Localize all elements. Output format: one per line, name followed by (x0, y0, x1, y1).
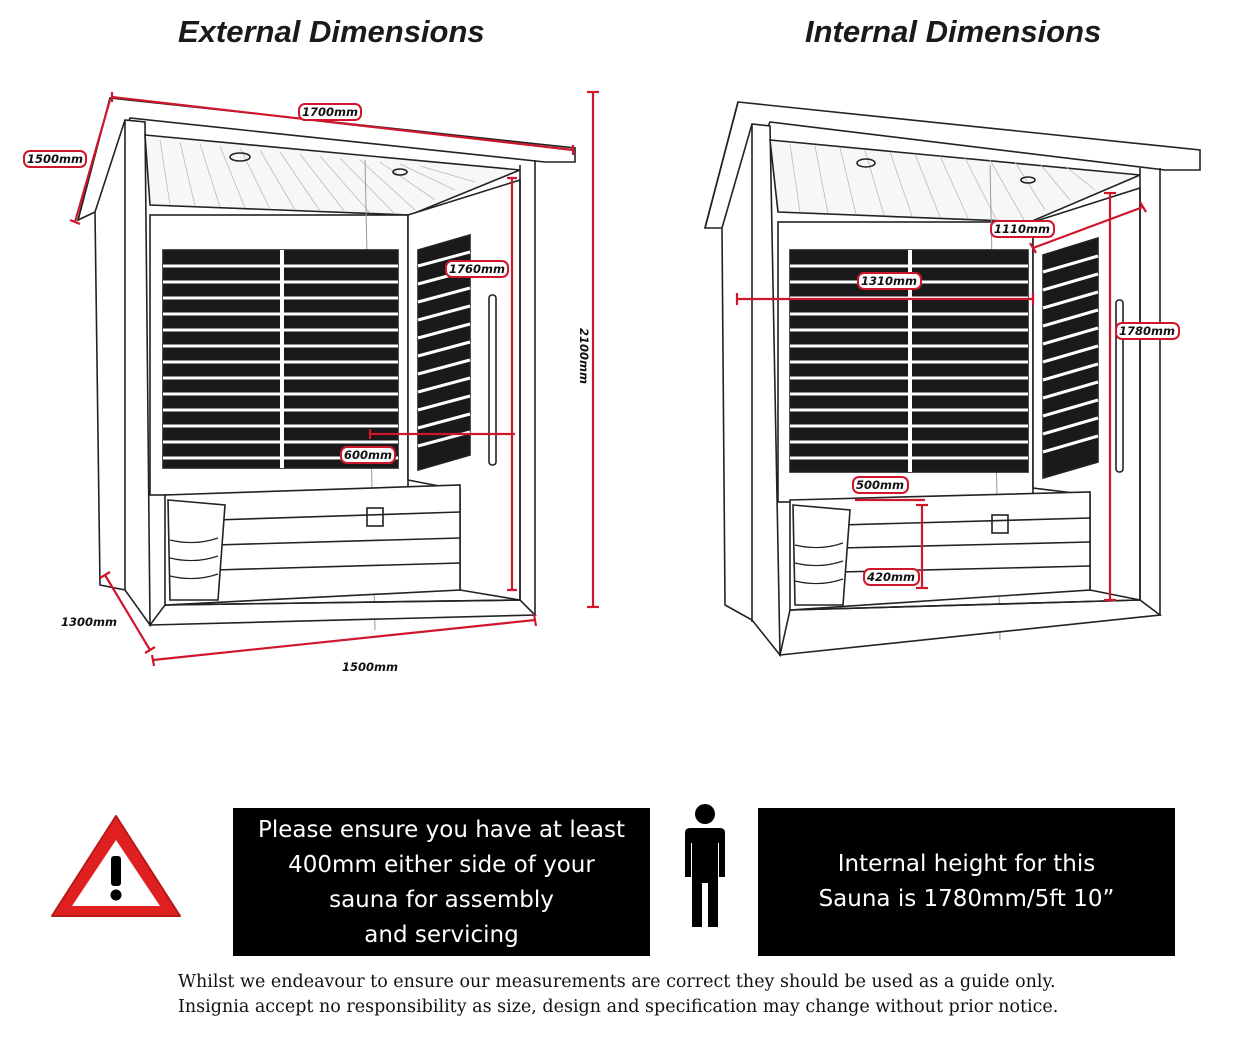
label-external-bench-depth: 600mm (344, 448, 392, 462)
label-external-depth-top: 1500mm (27, 152, 83, 166)
height-notice-line-1: Internal height for this (837, 851, 1096, 877)
assembly-notice-line-4: and servicing (364, 922, 519, 948)
assembly-notice-line-3: sauna for assembly (329, 887, 554, 913)
label-external-panel-height: 1760mm (449, 262, 505, 276)
external-dimensions-title: External Dimensions (178, 14, 485, 49)
disclaimer-line-1: Whilst we endeavour to ensure our measur… (178, 972, 1056, 992)
person-silhouette-icon (685, 804, 725, 927)
label-internal-width: 1310mm (861, 274, 917, 288)
label-external-width-top: 1700mm (302, 105, 358, 119)
assembly-notice-line-1: Please ensure you have at least (257, 817, 626, 843)
label-external-width-bottom: 1500mm (342, 660, 398, 674)
warning-triangle-icon (51, 815, 181, 917)
external-sauna-drawing: 1700mm 1500mm 1760mm 600mm 2100mm 1300mm… (23, 90, 599, 674)
label-internal-depth: 1110mm (994, 222, 1050, 236)
label-internal-bench-height: 420mm (866, 570, 915, 584)
disclaimer-line-2: Insignia accept no responsibility as siz… (178, 997, 1059, 1017)
internal-height-notice: Internal height for this Sauna is 1780mm… (758, 808, 1175, 956)
label-external-height: 2100mm (577, 328, 591, 384)
internal-sauna-drawing: 1110mm 1310mm 1780mm 500mm 420mm (703, 101, 1201, 658)
label-external-depth-bottom: 1300mm (61, 615, 117, 629)
assembly-notice-line-2: 400mm either side of your (288, 852, 595, 878)
label-internal-bench-depth: 500mm (856, 478, 904, 492)
label-internal-height: 1780mm (1119, 324, 1175, 338)
height-notice-line-2: Sauna is 1780mm/5ft 10” (818, 886, 1115, 912)
internal-dimensions-title: Internal Dimensions (805, 14, 1102, 49)
assembly-clearance-notice: Please ensure you have at least 400mm ei… (233, 808, 650, 956)
